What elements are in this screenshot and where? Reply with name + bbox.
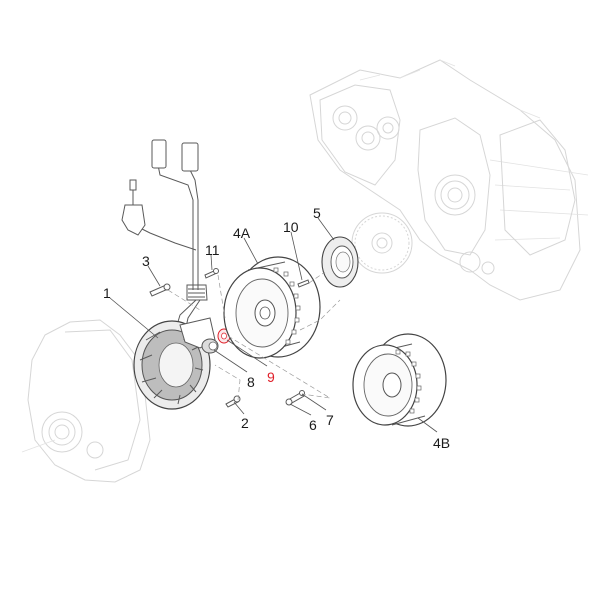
callout-11: 11 [205, 242, 220, 258]
callout-8: 8 [247, 374, 255, 390]
bolt-part-2 [225, 395, 241, 408]
callout-5: 5 [313, 205, 321, 221]
nut-part-8 [201, 338, 219, 354]
callout-3: 3 [142, 253, 150, 269]
wiring-harness-illustration [121, 139, 208, 333]
freewheel-part-5 [321, 236, 359, 288]
flywheel-part-4B [352, 333, 447, 427]
bolt-part-6-7 [285, 390, 305, 406]
bolt-part-3 [149, 283, 171, 297]
callout-4A: 4A [233, 225, 251, 241]
callout-10: 10 [283, 219, 299, 235]
callout-1: 1 [103, 285, 111, 301]
side-cover-illustration [21, 319, 151, 483]
stator-part-1 [133, 317, 216, 410]
callout-4B: 4B [433, 435, 451, 451]
engine-crankcase-illustration [309, 59, 589, 301]
assembly-lines [167, 271, 341, 401]
screw-part-11 [204, 268, 219, 279]
callout-9-highlighted: 9 [267, 369, 275, 385]
flywheel-part-4A [223, 256, 321, 359]
leader-lines [109, 217, 438, 433]
callout-7: 7 [326, 412, 334, 428]
callout-6: 6 [309, 417, 317, 433]
callout-2: 2 [241, 415, 249, 431]
